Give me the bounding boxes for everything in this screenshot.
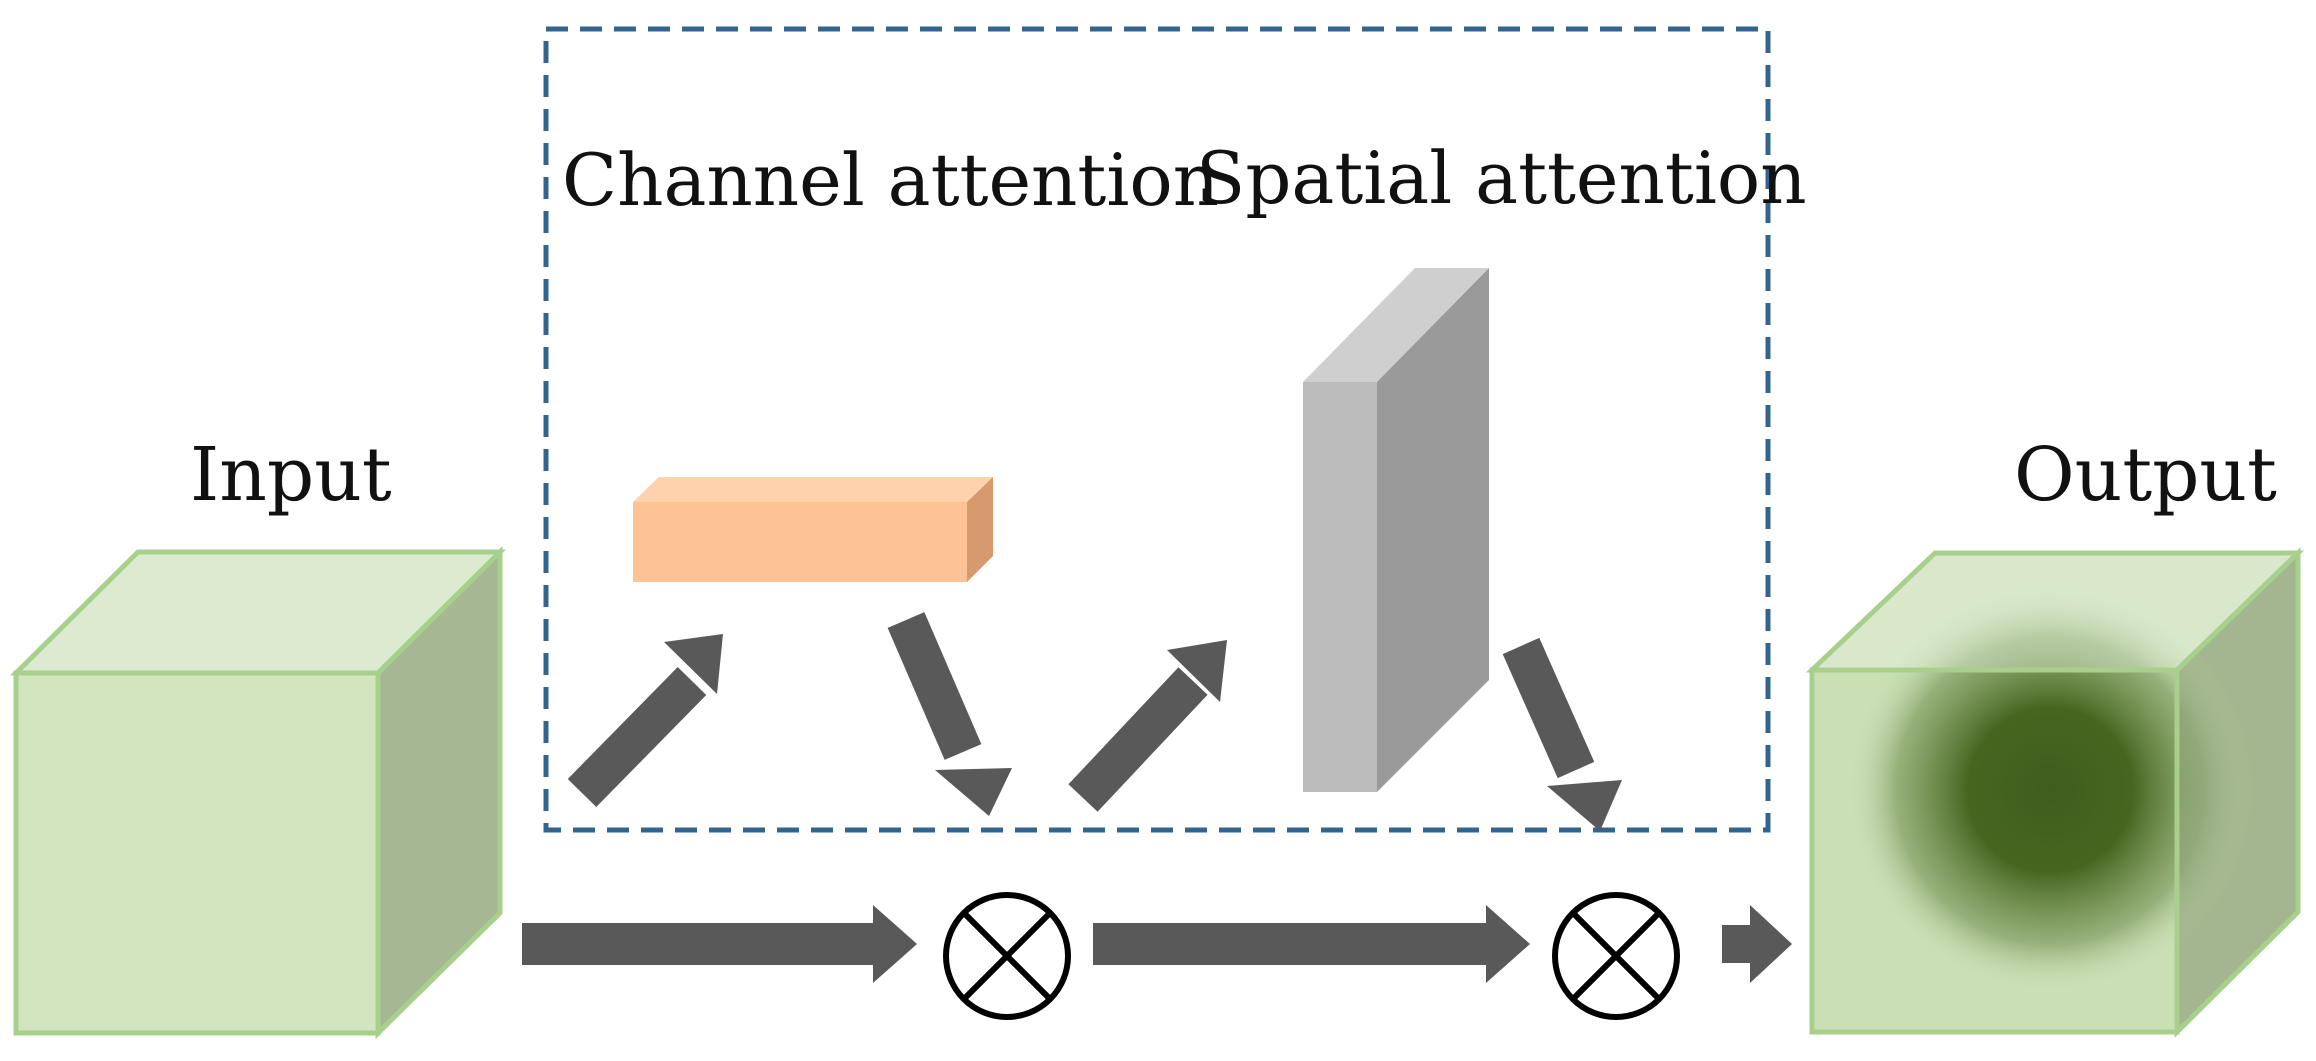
spatial-attention-label: Spatial attention [1196, 136, 1807, 220]
multiply-operator-2 [1552, 892, 1680, 1020]
output-label: Output [2014, 432, 2277, 518]
channel-attention-label: Channel attention [562, 138, 1219, 222]
main-arrow-1 [522, 905, 917, 983]
input-cube [9, 545, 507, 1039]
input-label: Input [190, 432, 392, 518]
main-arrow-2 [1093, 905, 1530, 983]
multiply-operator-1 [943, 892, 1071, 1020]
arrow-multiply-to-spatial [1068, 640, 1227, 812]
attention-module-box [543, 26, 1771, 833]
output-cube [1805, 547, 2305, 1039]
main-arrow-3 [1722, 905, 1792, 983]
arrow-channel-to-multiply [887, 612, 1012, 816]
channel-attention-block [633, 477, 993, 582]
spatial-attention-block [1303, 268, 1489, 792]
arrow-input-to-channel [567, 634, 723, 808]
arrow-spatial-to-multiply [1502, 637, 1622, 831]
